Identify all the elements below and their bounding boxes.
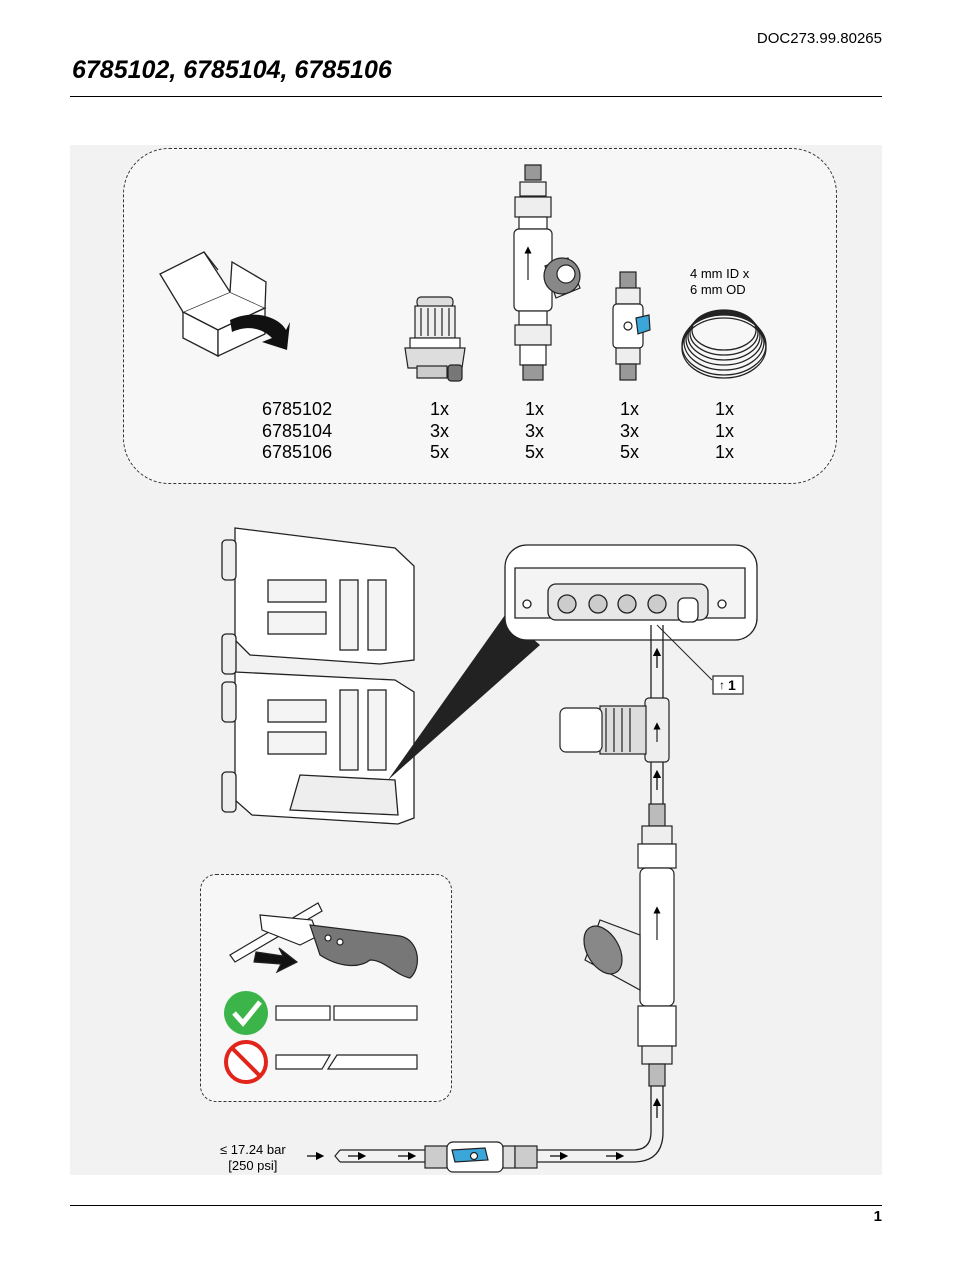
ball-valve-icon: [612, 271, 651, 381]
document-id: DOC273.99.80265: [756, 30, 882, 47]
page-title: 6785102, 6785104, 6785106: [72, 56, 392, 84]
box-open-icon: [159, 251, 290, 358]
part-number: 6785104: [262, 420, 333, 441]
prohibited-icon: [224, 1040, 268, 1084]
check-icon: [224, 991, 268, 1035]
table-row: 6785106 5x 5x 5x 1x: [250, 442, 772, 464]
callout-number: 1: [728, 677, 736, 693]
qty-tubing: 1x: [714, 420, 734, 441]
qty-regulator: 1x: [429, 399, 449, 420]
qty-valve: 3x: [619, 420, 639, 441]
qty-strainer: 5x: [524, 442, 544, 463]
qty-tubing: 1x: [714, 399, 734, 420]
tubing-spec-id: 4 mm ID x: [690, 266, 750, 281]
header-rule: [70, 96, 882, 97]
callout-leader: [656, 624, 713, 681]
inline-ball-valve: [334, 1141, 538, 1173]
manifold-detail: [504, 544, 758, 641]
part-number: 6785102: [262, 399, 333, 420]
kit-quantity-table: 6785102 1x 1x 1x 1x 6785104 3x 3x 3x 1x …: [250, 399, 772, 464]
qty-tubing: 1x: [714, 442, 734, 463]
tubing-coil-icon: [681, 309, 767, 379]
zoom-wedge: [388, 615, 540, 780]
installed-regulator: [559, 697, 670, 763]
page-number: 1: [873, 1208, 882, 1225]
max-pressure-label: ≤ 17.24 bar [250 psi]: [220, 1142, 286, 1174]
y-strainer-icon: [513, 164, 581, 381]
part-number: 6785106: [262, 442, 333, 463]
cut-examples: [275, 1005, 418, 1070]
tube-cutter-icon: [229, 902, 418, 979]
pressure-regulator-icon: [404, 296, 466, 382]
qty-regulator: 5x: [429, 442, 449, 463]
pressure-psi: [250 psi]: [228, 1158, 278, 1173]
qty-valve: 5x: [619, 442, 639, 463]
pressure-bar: ≤ 17.24 bar: [220, 1142, 286, 1157]
qty-strainer: 1x: [524, 399, 544, 420]
table-row: 6785104 3x 3x 3x 1x: [250, 421, 772, 443]
analyzer-enclosure: [221, 527, 415, 825]
qty-valve: 1x: [619, 399, 639, 420]
callout-arrow-glyph: ↑: [719, 678, 725, 692]
table-row: 6785102 1x 1x 1x 1x: [250, 399, 772, 421]
qty-regulator: 3x: [429, 420, 449, 441]
callout-box: [712, 675, 744, 695]
footer-rule: [70, 1205, 882, 1206]
flow-arrows: [307, 647, 662, 1161]
qty-strainer: 3x: [524, 420, 544, 441]
installed-strainer: [583, 803, 677, 1087]
tubing-spec-od: 6 mm OD: [690, 282, 746, 297]
tubing-spec-label: 4 mm ID x 6 mm OD: [690, 266, 749, 298]
